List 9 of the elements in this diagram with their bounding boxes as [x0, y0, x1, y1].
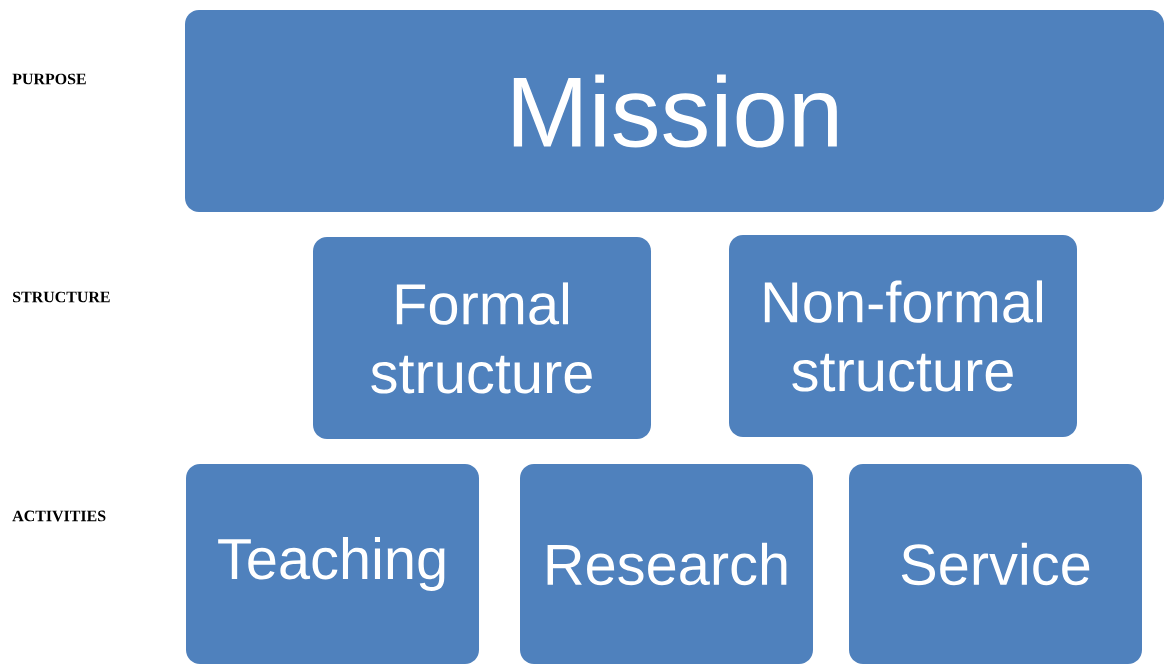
text-box: Teaching	[186, 464, 479, 664]
text-box: Formal structure	[313, 237, 651, 439]
text-box: Service	[849, 464, 1142, 664]
text-box: Non-formal structure	[729, 235, 1077, 437]
text-box: Mission	[185, 10, 1164, 212]
level-label: PURPOSE	[12, 73, 86, 85]
text-box: Research	[520, 464, 813, 664]
level-label: STRUCTURE	[13, 291, 110, 303]
level-label: ACTIVITIES	[12, 510, 106, 522]
